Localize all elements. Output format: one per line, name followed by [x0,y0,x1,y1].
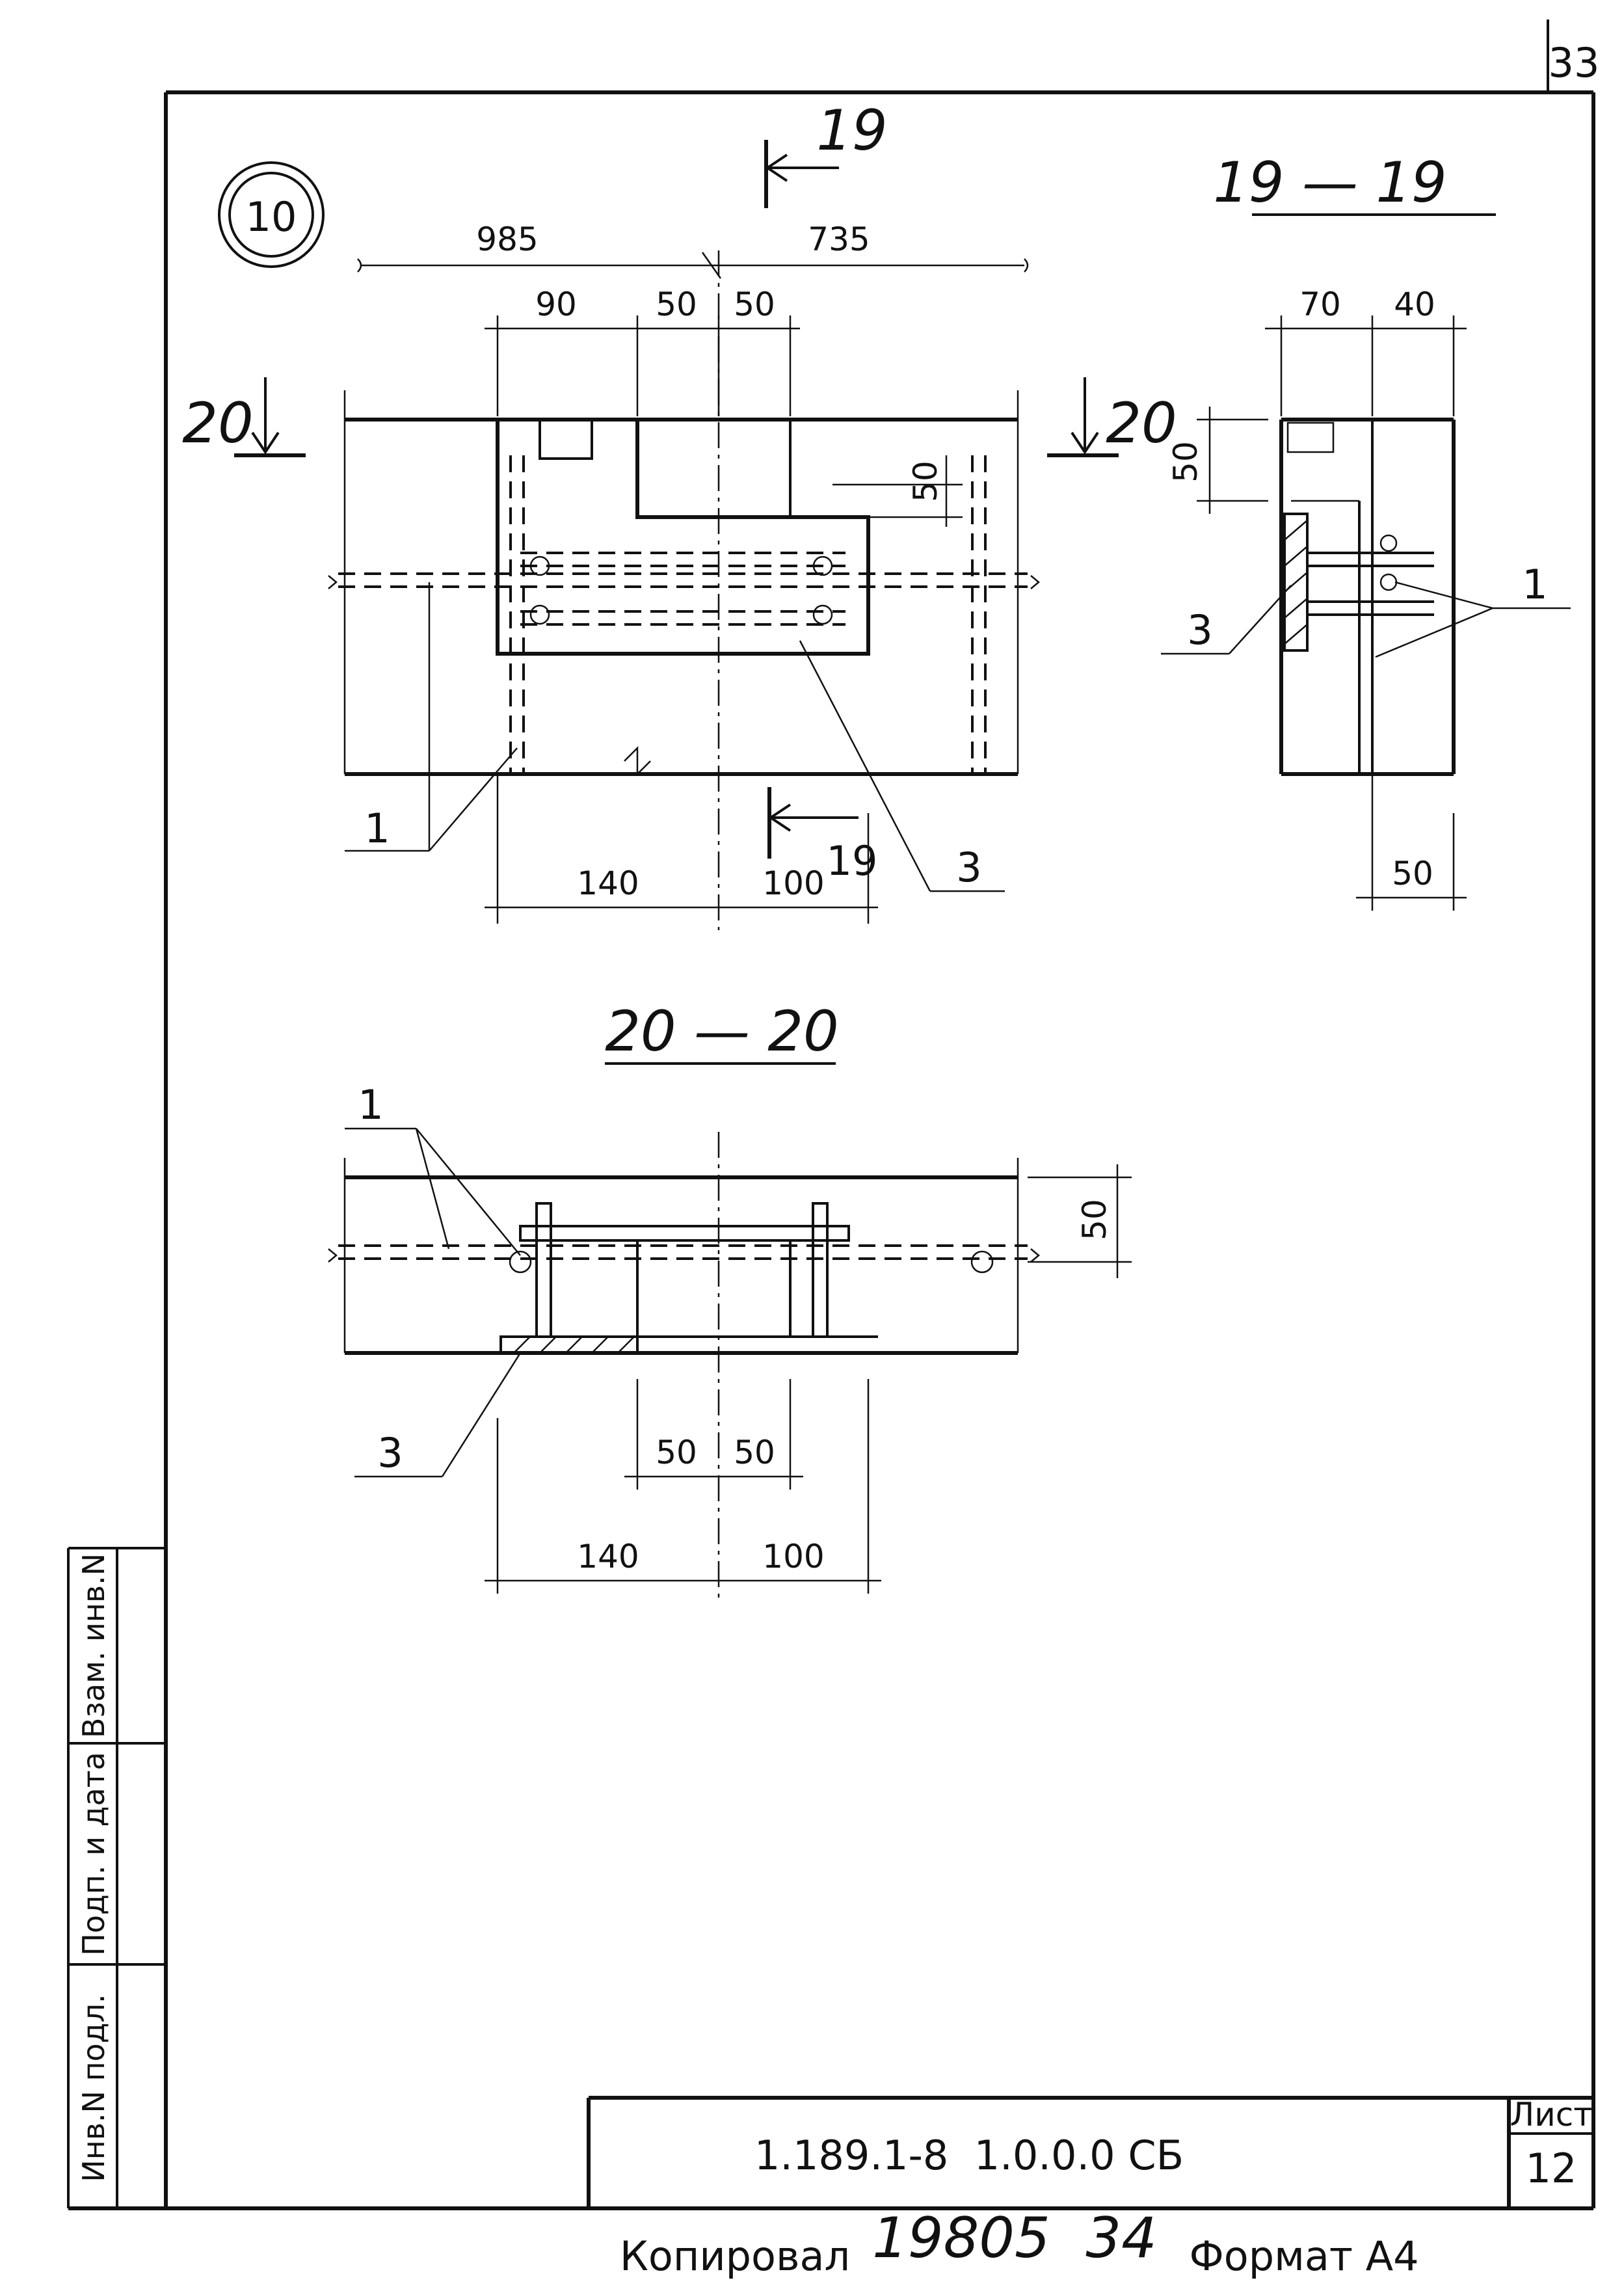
plan-top-dim-1: 90 [535,286,577,323]
cut-marker-20-right: 20 [1047,377,1177,457]
detail-marker: 10 [218,161,325,268]
section19-callout-1: 1 [1522,561,1547,608]
plan-top-dim-2: 50 [656,286,697,323]
plan-overall-dim-right: 735 [808,221,870,258]
plan-overall-dim-left: 985 [476,221,538,258]
plan-bottom-dim-1: 140 [577,864,639,902]
section20-bottom-dim-1: 140 [577,1538,639,1575]
plan-top-dim-3: 50 [734,286,775,323]
cut-marker-19-top: 19 [764,98,888,208]
section-19-19: 19 — 19 70 40 50 [1161,150,1571,911]
plan-view: 985 735 90 50 50 [328,221,1040,930]
page-number: 33 [1549,39,1600,87]
cut-label-20-left: 20 [182,391,253,456]
drawing-frame [68,90,1595,2210]
section20-side-dim: 50 [1076,1199,1113,1240]
section19-top-dim-1: 70 [1299,286,1341,323]
section19-side-dim: 50 [1167,441,1205,483]
stamp-podp-data: Подп. и дата [76,1752,111,1955]
section-title-19: 19 — 19 [1213,150,1447,215]
footer-copied-number: 19805 34 [872,2206,1157,2271]
section19-bottom-dim: 50 [1392,855,1433,892]
section20-bottom-dim-2: 100 [762,1538,824,1575]
title-sheet-number: 12 [1526,2145,1577,2192]
section20-callout-1: 1 [358,1081,383,1129]
section20-mid-dim-2: 50 [734,1434,775,1471]
section19-callout-3: 3 [1187,606,1212,654]
section19-top-dim-2: 40 [1394,286,1435,323]
cut-label-19-top: 19 [816,98,887,163]
cut-marker-20-left: 20 [182,377,306,457]
plan-bottom-dim-2: 100 [762,864,824,902]
page-number-box: 33 [1547,20,1600,91]
section-20-20: 20 — 20 50 [328,999,1132,1600]
footer: Копировал 19805 34 Формат А4 [620,2206,1419,2280]
cut-marker-19-bottom: 19 [767,787,878,885]
plan-callout-3: 3 [956,844,981,891]
title-sheet-label: Лист [1510,2096,1593,2134]
section20-mid-dim-1: 50 [656,1434,697,1471]
cut-label-20-right: 20 [1106,391,1177,456]
title-block: 1.189.1-8 1.0.0.0 СБ Лист 12 [587,2096,1593,2208]
cut-label-19-bottom: 19 [827,837,878,885]
title-designation: 1.189.1-8 1.0.0.0 СБ [754,2132,1184,2179]
section-title-20: 20 — 20 [605,999,839,1064]
footer-format-label: Формат А4 [1189,2232,1418,2280]
plan-side-dim: 50 [907,461,944,502]
detail-number: 10 [246,193,297,241]
stamp-inv-podl: Инв.N подл. [76,1994,111,2182]
side-stamp: Инв.N подл. Подп. и дата Взам. инв.N [67,1547,166,2208]
footer-copied-label: Копировал [620,2232,850,2280]
plan-callout-1: 1 [364,805,390,852]
stamp-vzam-inv: Взам. инв.N [76,1553,111,1738]
section20-callout-3: 3 [377,1429,403,1477]
